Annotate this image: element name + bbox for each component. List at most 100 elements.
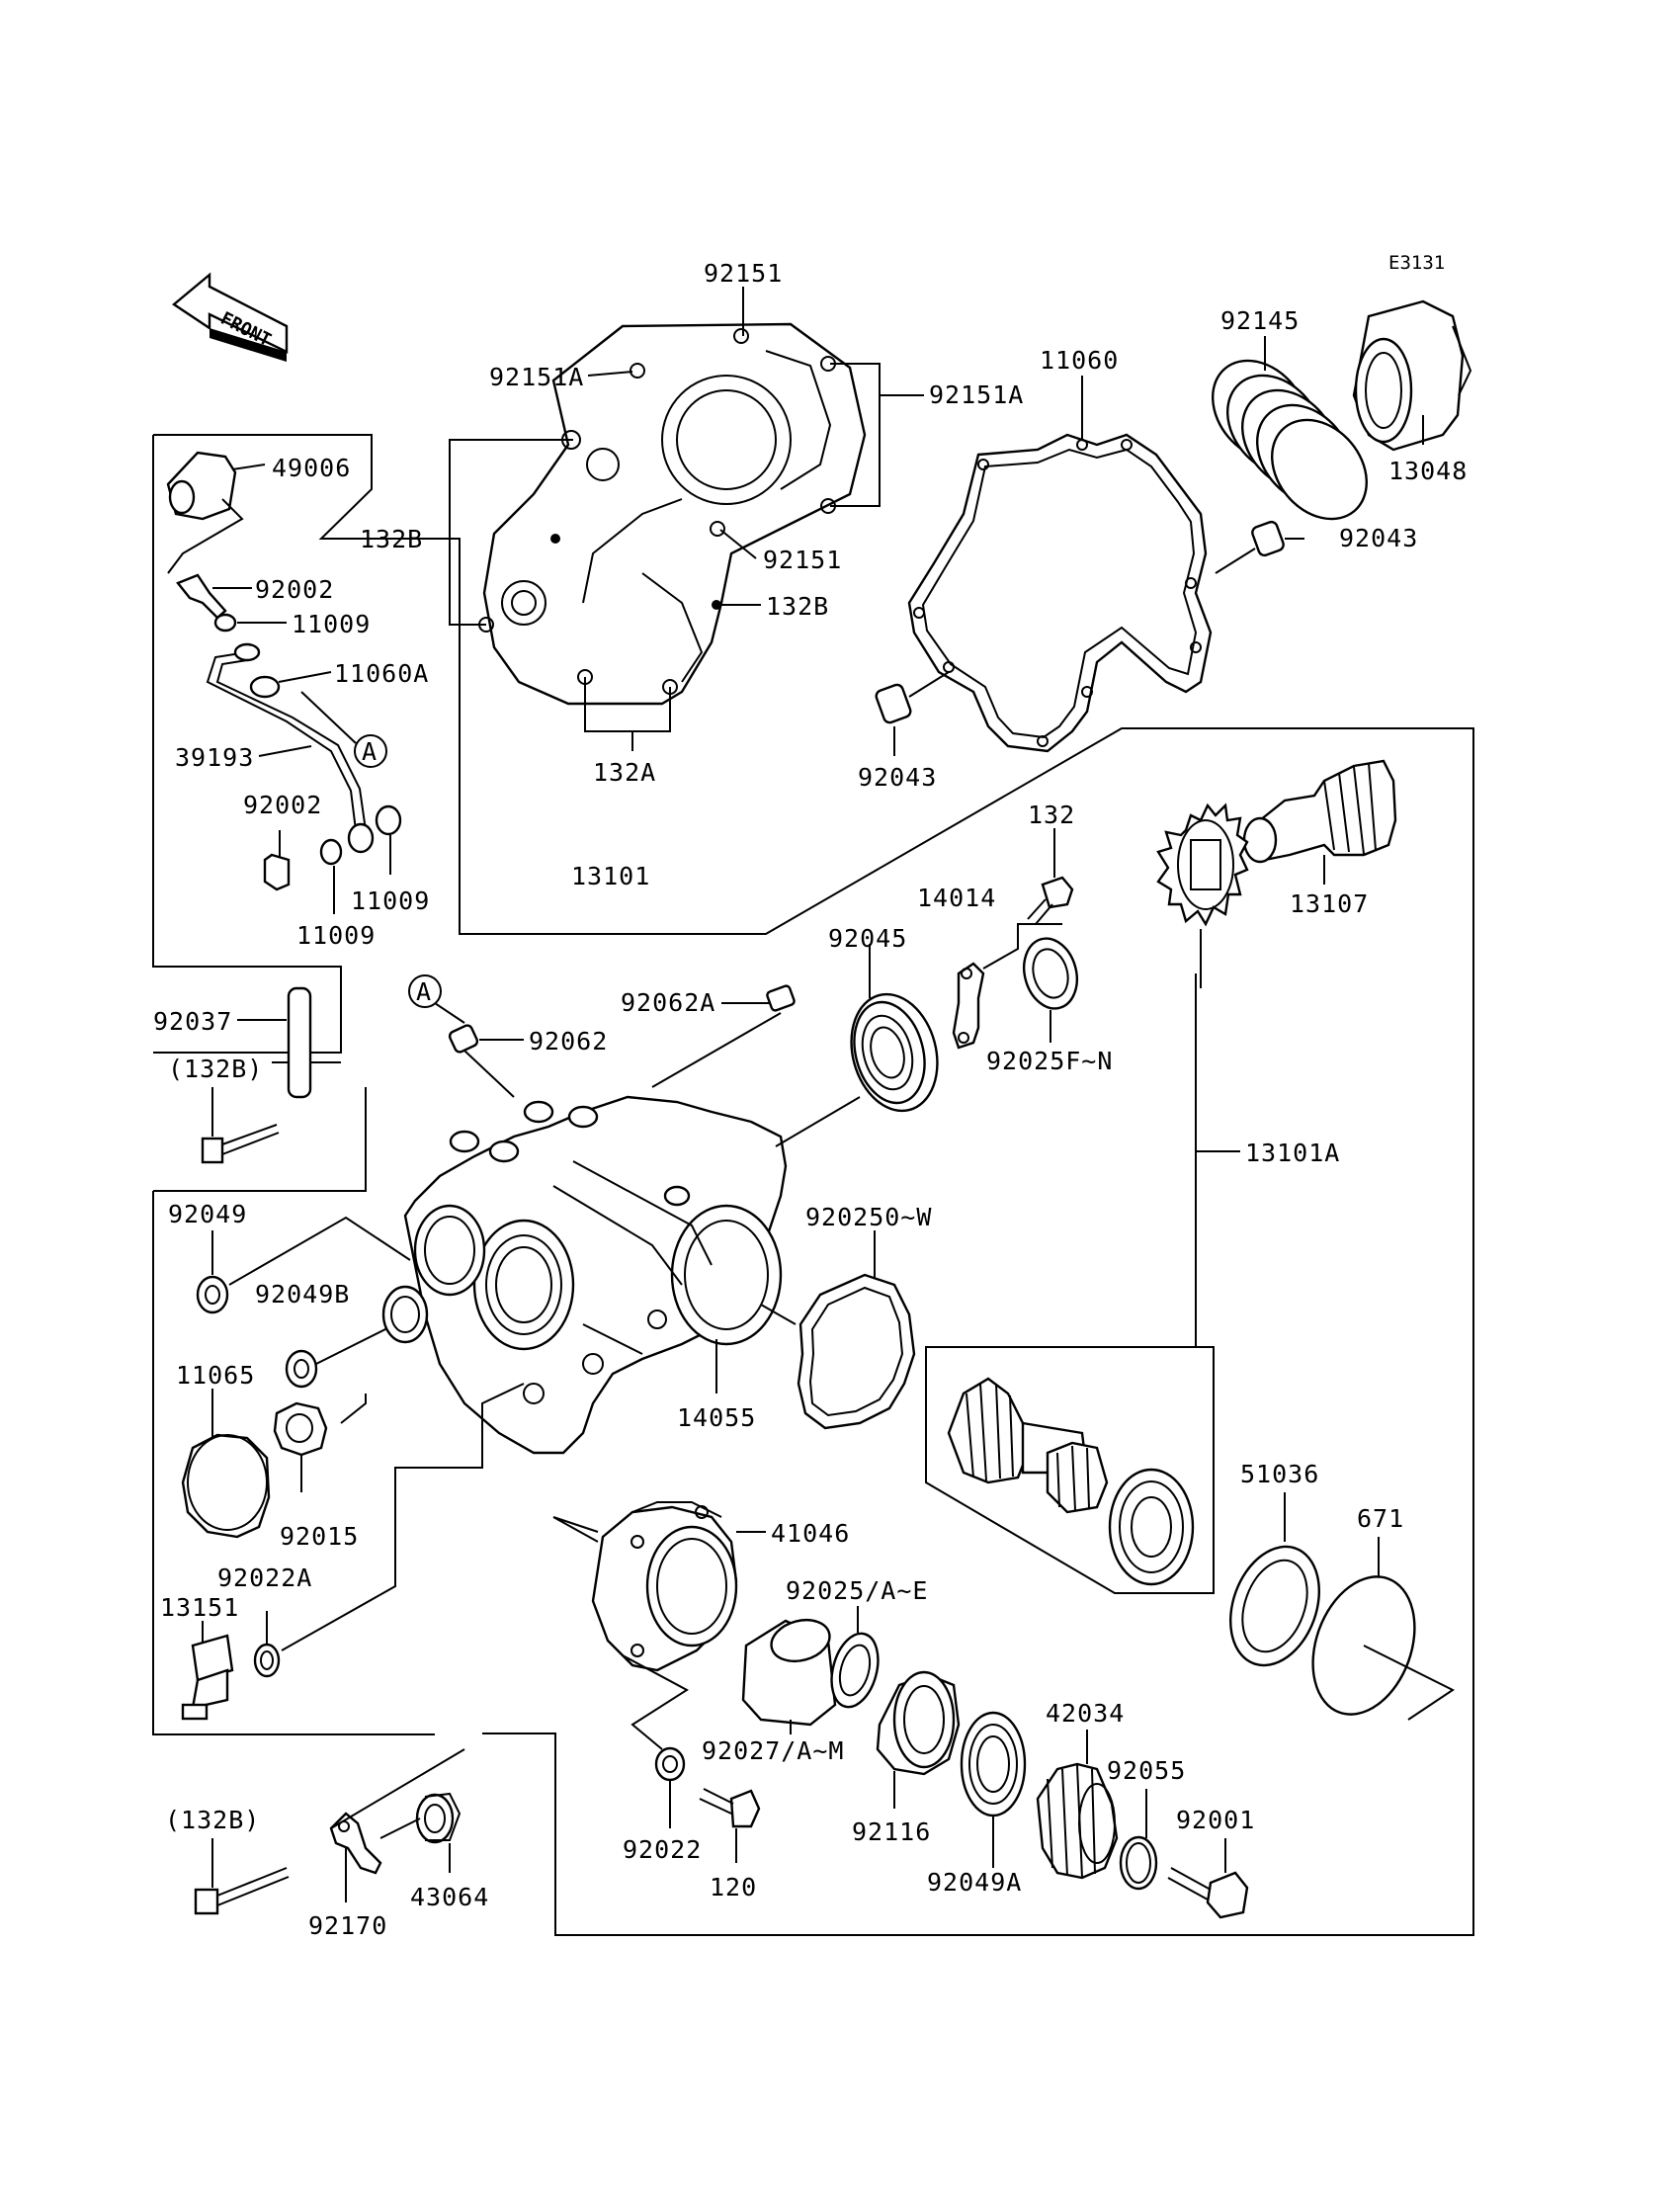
label-43064: 43064	[410, 1883, 489, 1911]
label-92151-top: 92151	[704, 259, 783, 288]
plate-14014	[952, 923, 1062, 1050]
label-13101A: 13101A	[1245, 1139, 1340, 1167]
sensor-13151	[181, 1621, 234, 1721]
gasket-920250W	[760, 1230, 916, 1430]
washer-11009-lower	[319, 804, 402, 914]
label-41046: 41046	[771, 1519, 850, 1548]
label-51036: 51036	[1240, 1460, 1319, 1488]
label-92001: 92001	[1176, 1806, 1255, 1834]
bolt-92002-lower	[263, 830, 291, 891]
assembly-frames	[152, 434, 1474, 1936]
spring-92145	[1211, 336, 1369, 521]
washer-11060A	[249, 671, 332, 699]
frame-13101A	[925, 973, 1240, 1594]
label-11065: 11065	[176, 1361, 255, 1390]
diagram-code: E3131	[1388, 252, 1445, 274]
label-92062: 92062	[529, 1027, 608, 1056]
label-92022: 92022	[623, 1835, 702, 1864]
label-49006: 49006	[272, 454, 351, 482]
label-120: 120	[710, 1873, 757, 1901]
gear-42034	[1036, 1730, 1119, 1880]
label-92022A: 92022A	[217, 1563, 312, 1592]
oring-92055	[1119, 1789, 1158, 1891]
shaft-13107	[1242, 759, 1397, 885]
label-11009-top: 11009	[292, 610, 371, 638]
bolt-92001	[1167, 1838, 1249, 1919]
bolt-132B-lower	[194, 1838, 290, 1915]
housing-14055	[403, 1095, 788, 1455]
housing-41046	[552, 1501, 766, 1750]
gasket-11060	[907, 376, 1213, 753]
label-92045: 92045	[828, 924, 907, 953]
label-92049: 92049	[168, 1200, 247, 1228]
label-92062A: 92062A	[621, 988, 715, 1017]
callout-a-lower-text: A	[416, 977, 432, 1006]
sleeve-92027	[741, 1618, 837, 1734]
label-92043-right: 92043	[1339, 524, 1418, 552]
bolt-132	[1027, 828, 1074, 925]
label-14014: 14014	[917, 884, 996, 912]
bushing-92043-upper	[1215, 520, 1304, 574]
label-11060A: 11060A	[334, 659, 429, 688]
label-92043-low: 92043	[858, 763, 937, 792]
washer-92022A	[253, 1383, 525, 1678]
nut-92015	[273, 1394, 367, 1492]
cover-leaders	[427, 287, 924, 751]
front-arrow-icon: FRONT	[171, 272, 289, 362]
label-39193: 39193	[175, 743, 254, 772]
label-92015: 92015	[280, 1522, 359, 1551]
shim-92025AE	[830, 1606, 880, 1709]
label-92151A-right: 92151A	[929, 380, 1024, 409]
pipe-39193	[206, 642, 375, 854]
label-132: 132	[1028, 801, 1075, 829]
label-132A: 132A	[593, 758, 656, 787]
bushing-92043-lower	[875, 671, 950, 756]
callout-a-lower: A	[408, 974, 442, 1008]
coupling-13048	[1352, 299, 1472, 452]
label-11009-b: 11009	[296, 921, 376, 950]
seal-51036	[1228, 1492, 1321, 1667]
label-13048: 13048	[1388, 457, 1468, 485]
label-13151: 13151	[160, 1593, 239, 1622]
bolt-120	[699, 1788, 761, 1863]
callout-a-upper-text: A	[362, 737, 378, 766]
grommet-43064	[379, 1792, 462, 1873]
label-42034: 42034	[1046, 1699, 1125, 1728]
label-13101: 13101	[571, 862, 650, 890]
label-132B-left: 132B	[360, 525, 423, 553]
cover-132	[478, 322, 867, 706]
bolt-92002-upper	[176, 573, 252, 620]
fitting-92062A	[651, 984, 796, 1088]
gear-13101-sprocket	[1156, 803, 1249, 988]
label-92002-top: 92002	[255, 575, 334, 604]
callout-a-upper: A	[300, 691, 387, 768]
seal-92049	[196, 1216, 411, 1314]
label-92002-low: 92002	[243, 791, 322, 819]
label-92037: 92037	[153, 1007, 232, 1036]
label-92170: 92170	[308, 1911, 387, 1940]
label-13107: 13107	[1290, 889, 1369, 918]
label-92027AM: 92027/A~M	[702, 1736, 844, 1765]
label-92151-mid: 92151	[763, 546, 842, 574]
seal-92049A	[960, 1711, 1027, 1868]
clamp-92170	[329, 1748, 465, 1902]
label-11060: 11060	[1040, 346, 1119, 375]
label-92025FN: 92025F~N	[986, 1047, 1113, 1075]
washer-92022	[654, 1746, 686, 1828]
label-92049B: 92049B	[255, 1280, 350, 1309]
cap-11065	[181, 1389, 271, 1539]
part-labels: 92151 92151A 92151A 132B 92151 132B 132A…	[153, 259, 1468, 1940]
bearing-92116	[876, 1670, 961, 1809]
strap-92037	[237, 986, 312, 1099]
bearing-92045	[775, 944, 939, 1147]
label-92145: 92145	[1220, 306, 1300, 335]
oring-671	[1311, 1537, 1455, 1721]
label-132B-paren: (132B)	[168, 1055, 263, 1083]
label-132B-paren2: (132B)	[165, 1806, 260, 1834]
label-11009-r: 11009	[351, 887, 430, 915]
label-14055: 14055	[677, 1403, 756, 1432]
bolt-132B-upper	[201, 1087, 280, 1164]
shim-92025FN	[1023, 937, 1078, 1043]
label-671: 671	[1357, 1504, 1404, 1533]
